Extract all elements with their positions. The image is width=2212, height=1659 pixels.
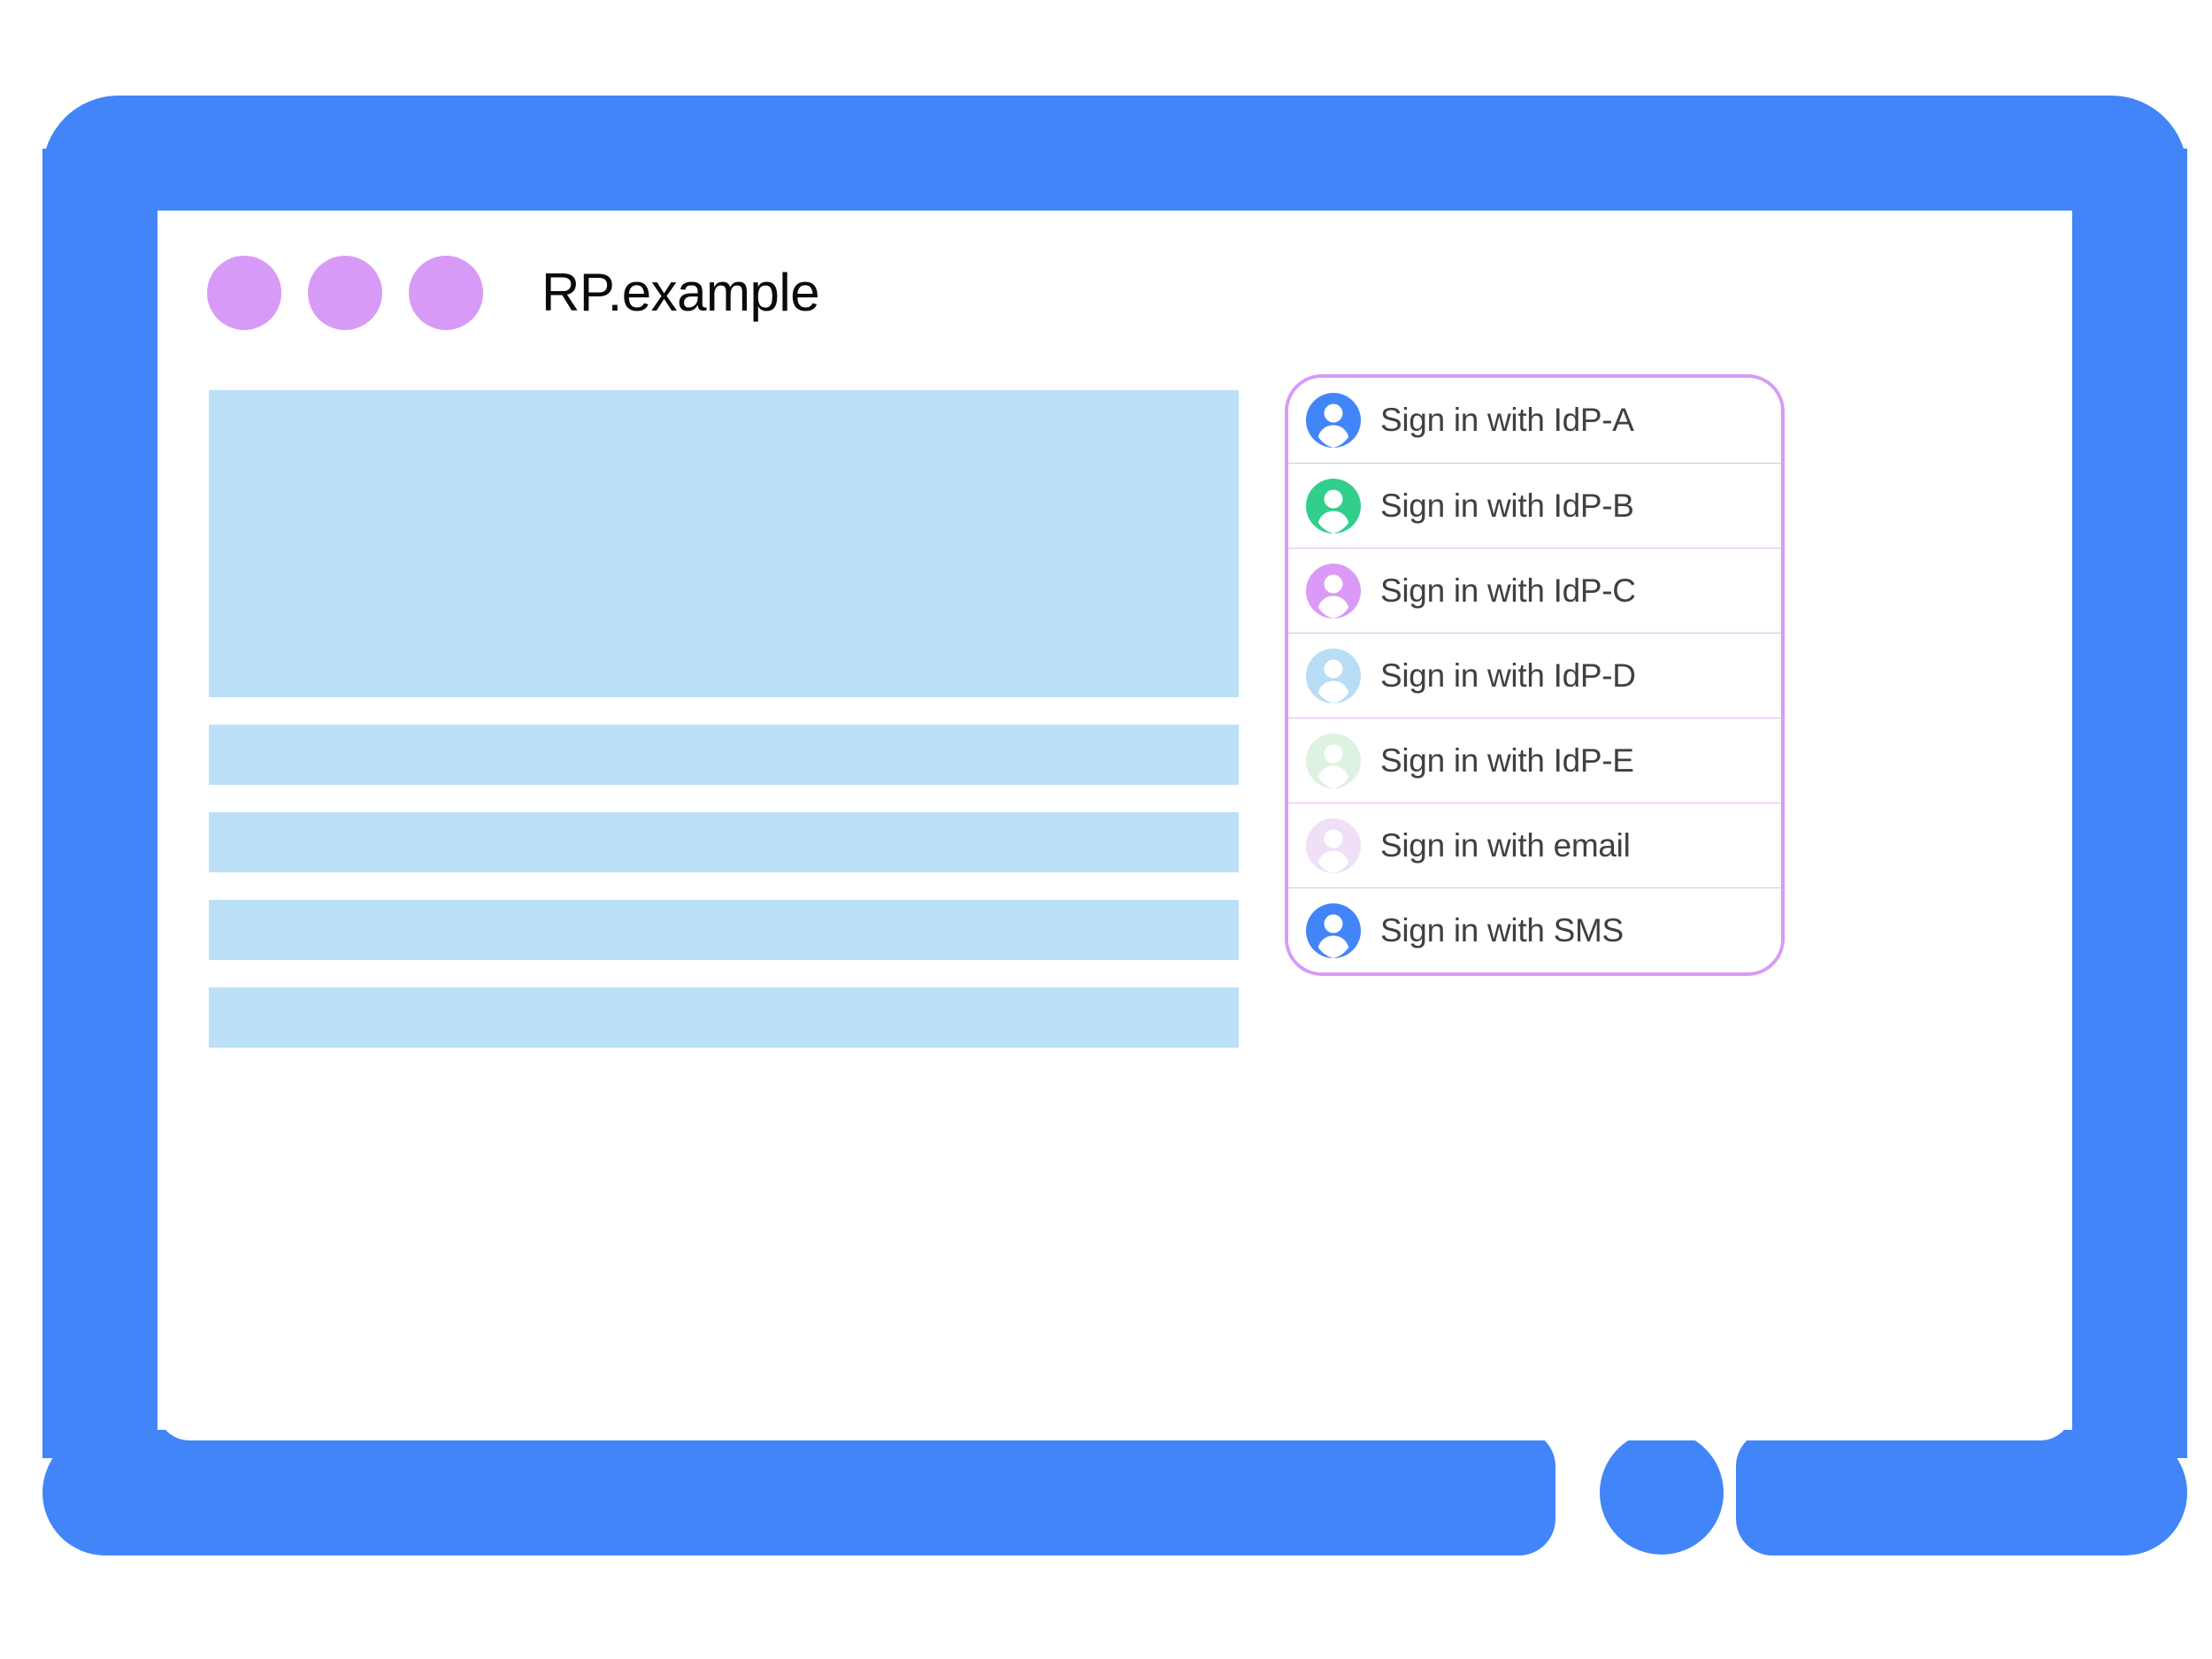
content-placeholder-column xyxy=(209,390,1239,1075)
window-dot-3[interactable] xyxy=(409,255,483,330)
account-label: Sign in with IdP-B xyxy=(1380,487,1634,524)
bezel-left xyxy=(42,149,157,1458)
bezel-right xyxy=(2072,149,2187,1458)
account-row[interactable]: Sign in with IdP-D xyxy=(1288,633,1781,718)
account-chooser-panel: Sign in with IdP-A Sign in with IdP-B Sign… xyxy=(1285,374,1785,976)
account-row[interactable]: Sign in with IdP-B xyxy=(1288,463,1781,548)
account-row[interactable]: Sign in with email xyxy=(1288,803,1781,887)
account-row[interactable]: Sign in with SMS xyxy=(1288,887,1781,972)
text-block-3 xyxy=(209,900,1239,960)
account-label: Sign in with IdP-A xyxy=(1380,402,1634,438)
text-block-2 xyxy=(209,812,1239,872)
account-row[interactable]: Sign in with IdP-A xyxy=(1288,378,1781,463)
person-avatar-icon xyxy=(1306,648,1361,703)
account-row[interactable]: Sign in with IdP-C xyxy=(1288,548,1781,633)
bezel-bottom-left xyxy=(42,1430,1555,1555)
text-block-4 xyxy=(209,987,1239,1048)
account-label: Sign in with IdP-D xyxy=(1380,657,1636,694)
window-dot-2[interactable] xyxy=(308,255,382,330)
window-dot-1[interactable] xyxy=(207,255,281,330)
account-label: Sign in with IdP-C xyxy=(1380,572,1636,609)
person-avatar-icon xyxy=(1306,563,1361,618)
person-avatar-icon xyxy=(1306,733,1361,788)
page-title: RP.example xyxy=(541,263,820,322)
account-row[interactable]: Sign in with IdP-E xyxy=(1288,718,1781,803)
person-avatar-icon xyxy=(1306,393,1361,448)
bezel-top xyxy=(42,96,2187,211)
person-avatar-icon xyxy=(1306,478,1361,534)
page-body: Sign in with IdP-A Sign in with IdP-B Sign… xyxy=(157,374,2072,1440)
home-button[interactable] xyxy=(1600,1431,1724,1555)
account-label: Sign in with SMS xyxy=(1380,911,1624,949)
account-label: Sign in with IdP-E xyxy=(1380,741,1634,779)
bezel-bottom-right xyxy=(1736,1430,2187,1555)
person-avatar-icon xyxy=(1306,818,1361,873)
person-avatar-icon xyxy=(1306,902,1361,958)
hero-block xyxy=(209,390,1239,697)
text-block-1 xyxy=(209,725,1239,785)
browser-titlebar: RP.example xyxy=(157,211,2072,374)
account-label: Sign in with email xyxy=(1380,826,1631,864)
